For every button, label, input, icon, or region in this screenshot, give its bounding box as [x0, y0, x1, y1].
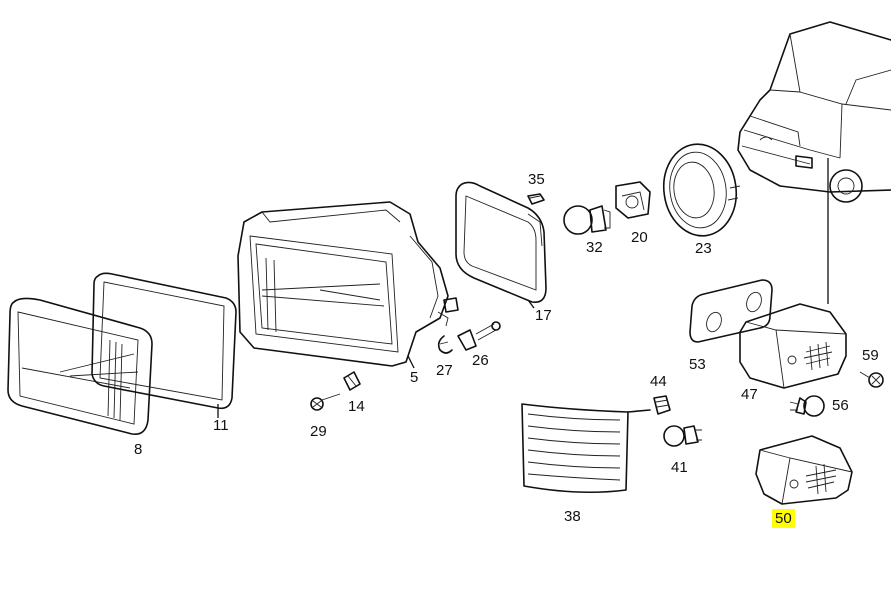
front-indicator-lamp-icon[interactable]	[739, 303, 847, 389]
label-part-56: 56	[832, 397, 849, 414]
adjuster-26-icon[interactable]	[457, 321, 501, 351]
label-part-41: 41	[671, 459, 688, 476]
turn-signal-bulb-icon[interactable]	[663, 425, 702, 447]
clip-27-icon[interactable]	[437, 335, 453, 354]
headlight-lens-icon[interactable]	[7, 297, 153, 436]
label-part-35: 35	[528, 171, 545, 188]
label-part-23: 23	[695, 240, 712, 257]
bulb-socket-icon[interactable]	[615, 181, 651, 219]
label-part-47: 47	[741, 386, 758, 403]
label-part-53: 53	[689, 356, 706, 373]
label-part-50-highlighted[interactable]: 50	[772, 509, 795, 528]
lens-seal-icon[interactable]	[91, 272, 237, 410]
headlight-bulb-icon[interactable]	[563, 205, 611, 235]
label-part-27: 27	[436, 362, 453, 379]
label-part-44: 44	[650, 373, 667, 390]
clip-14-icon[interactable]	[343, 371, 361, 391]
reflector-ring-icon[interactable]	[455, 181, 547, 304]
label-part-17: 17	[535, 307, 552, 324]
label-part-38: 38	[564, 508, 581, 525]
indicator-gasket-icon[interactable]	[689, 279, 773, 343]
label-part-59: 59	[862, 347, 879, 364]
small-bulb-icon[interactable]	[527, 193, 545, 205]
dust-cover-icon[interactable]	[658, 139, 742, 240]
label-part-5: 5	[410, 369, 419, 386]
screw-29-icon[interactable]	[310, 393, 341, 411]
lamp-holder-icon[interactable]	[653, 395, 671, 415]
truck-illustration-icon	[737, 21, 891, 203]
label-part-8: 8	[134, 441, 143, 458]
label-part-20: 20	[631, 229, 648, 246]
headlight-housing-icon[interactable]	[237, 201, 459, 367]
label-part-14: 14	[348, 398, 365, 415]
label-part-32: 32	[586, 239, 603, 256]
side-indicator-lamp-icon[interactable]	[755, 435, 853, 505]
indicator-lens-cover-icon[interactable]	[521, 403, 651, 494]
label-part-26: 26	[472, 352, 489, 369]
label-part-29: 29	[310, 423, 327, 440]
label-part-11: 11	[213, 417, 229, 434]
indicator-bulb-icon[interactable]	[789, 395, 825, 417]
screw-icon[interactable]	[859, 371, 884, 388]
